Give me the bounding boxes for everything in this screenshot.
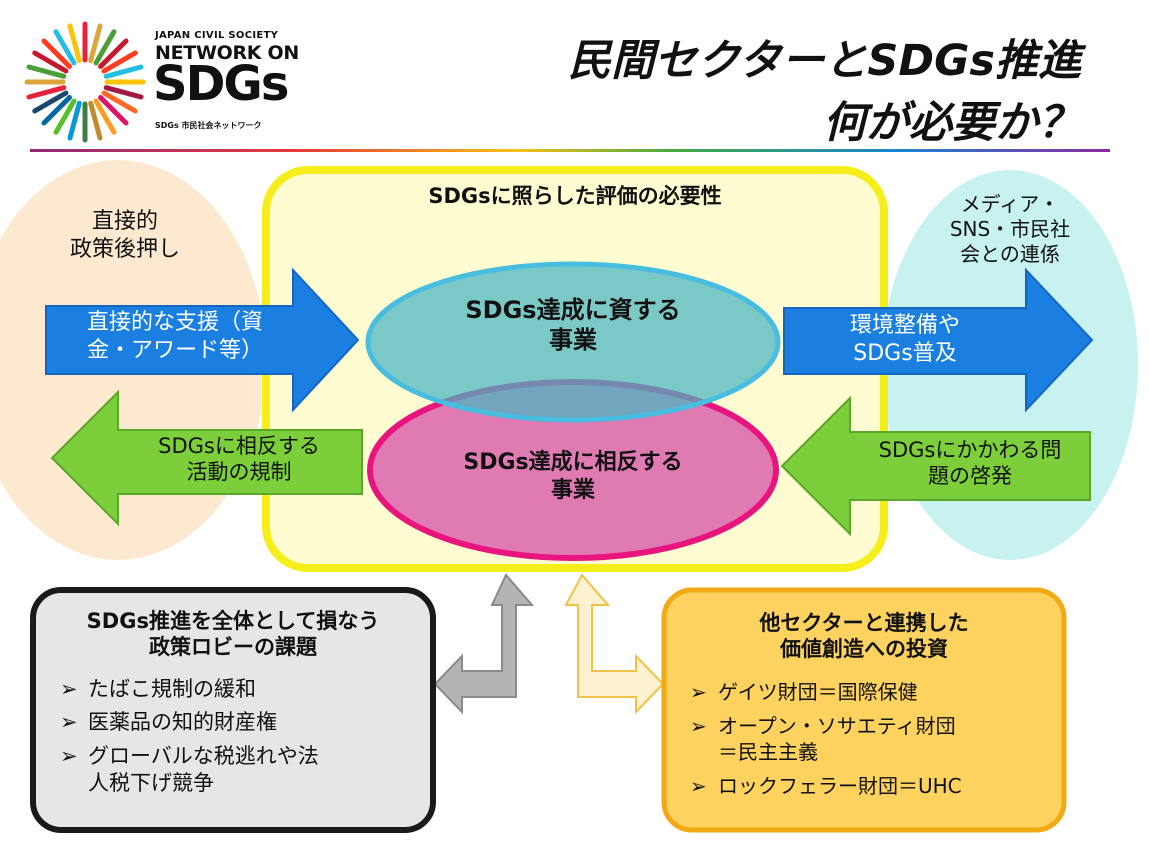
arrow-regulation bbox=[50, 389, 363, 527]
bullet-arrow-icon: ➢ bbox=[690, 680, 707, 704]
arrow-environment bbox=[783, 267, 1094, 413]
logo-ray bbox=[26, 85, 67, 100]
arrow-gray-connector bbox=[433, 573, 535, 715]
left-side-label: 直接的政策後押し bbox=[69, 209, 180, 262]
page-title: 民間セクターとSDGs推進 bbox=[568, 36, 1081, 86]
list-item: ➢グローバルな税逃れや法人税下げ競争 bbox=[60, 743, 319, 795]
logo-ray bbox=[53, 29, 77, 66]
logo-ray bbox=[67, 100, 82, 141]
box-investment bbox=[661, 587, 1067, 833]
ellipse-contributing-label: SDGs達成に相反する事業 bbox=[463, 450, 683, 503]
box-lobby-heading: SDGs推進を全体として損なう政策ロビーの課題 bbox=[86, 609, 380, 660]
ellipse-beneficial-label: SDGs達成に資する事業 bbox=[465, 296, 681, 354]
right-side-label: メディア・SNS・市民社会との連係 bbox=[949, 192, 1071, 266]
list-item: ➢ロックフェラー財団＝UHC bbox=[690, 774, 962, 798]
logo-line1: JAPAN CIVIL SOCIETY bbox=[155, 30, 279, 41]
box-lobby-list: ➢たばこ規制の緩和 ➢医薬品の知的財産権 ➢グローバルな税逃れや法人税下げ競争 bbox=[60, 676, 420, 797]
list-item: ➢医薬品の知的財産権 bbox=[60, 709, 420, 736]
logo-line2: NETWORK ON bbox=[155, 42, 299, 64]
list-item: ➢たばこ規制の緩和 bbox=[60, 676, 420, 703]
logo-line4: SDGs 市民社会ネットワーク bbox=[155, 121, 262, 130]
logo-ray bbox=[26, 64, 67, 79]
logo-ray bbox=[98, 38, 129, 69]
logo-ray bbox=[101, 50, 138, 74]
arrow-direct-support bbox=[45, 267, 360, 413]
logo-ray bbox=[101, 90, 138, 114]
logo-ray bbox=[41, 38, 72, 69]
logo-line3: SDGs bbox=[153, 56, 289, 112]
page-subtitle: 何が必要か？ bbox=[823, 98, 1081, 148]
center-heading: SDGsに照らした評価の必要性 bbox=[428, 184, 722, 208]
logo-ray bbox=[41, 95, 72, 126]
logo-ray bbox=[103, 64, 144, 79]
logo-ray bbox=[53, 98, 77, 135]
logo-wheel-icon bbox=[24, 21, 146, 143]
arrow-orange-connector bbox=[564, 573, 665, 715]
logo-ray bbox=[98, 95, 129, 126]
bullet-arrow-icon: ➢ bbox=[690, 714, 707, 738]
box-lobby-issues bbox=[30, 587, 436, 833]
logo-ray bbox=[93, 98, 117, 135]
arrow-direct-support-label: 直接的な支援（資金・アワード等） bbox=[86, 310, 263, 363]
arrow-awareness bbox=[780, 395, 1091, 537]
header-divider bbox=[30, 149, 1110, 152]
logo-ray bbox=[67, 23, 82, 64]
logo-ray bbox=[32, 90, 69, 114]
logo-ray bbox=[32, 50, 69, 74]
box-investment-heading: 他セクターと連携した価値創造への投資 bbox=[759, 611, 969, 662]
bullet-arrow-icon: ➢ bbox=[690, 774, 707, 798]
list-item: ➢オープン・ソサエティ財団＝民主主義 bbox=[690, 714, 956, 764]
bullet-arrow-icon: ➢ bbox=[60, 710, 78, 735]
box-investment-list: ➢ゲイツ財団＝国際保健 ➢オープン・ソサエティ財団＝民主主義 ➢ロックフェラー財… bbox=[690, 679, 1060, 799]
ellipse-beneficial bbox=[365, 261, 781, 423]
arrow-awareness-label: SDGsにかかわる問題の啓発 bbox=[878, 438, 1062, 489]
logo-ray bbox=[88, 100, 103, 141]
arrow-regulation-label: SDGsに相反する活動の規制 bbox=[158, 434, 320, 485]
logo-ray bbox=[93, 29, 117, 66]
list-item: ➢ゲイツ財団＝国際保健 bbox=[690, 680, 918, 704]
bullet-arrow-icon: ➢ bbox=[60, 743, 78, 768]
logo-ray bbox=[88, 23, 103, 64]
logo-ray bbox=[103, 85, 144, 100]
bullet-arrow-icon: ➢ bbox=[60, 677, 78, 701]
